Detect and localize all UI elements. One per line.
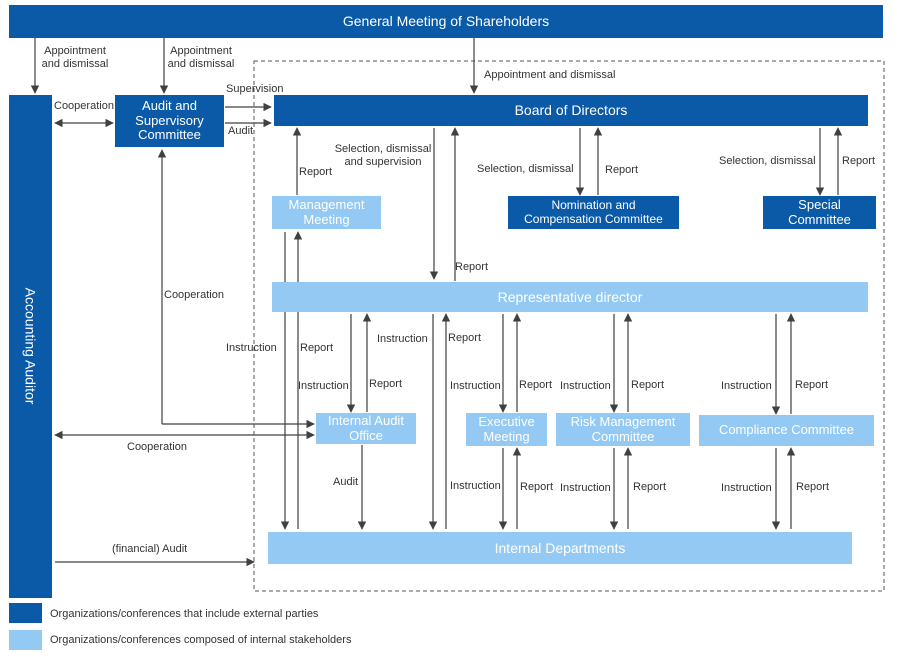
label-instruction-compliance-dept: Instruction: [721, 482, 772, 494]
label-coop-top: Cooperation: [54, 100, 114, 112]
label-instruction-risk-dept: Instruction: [560, 482, 611, 494]
board-box: Board of Directors: [274, 95, 868, 126]
special-committee-label: Special Committee: [788, 196, 851, 227]
shareholders-label: General Meeting of Shareholders: [342, 13, 550, 30]
label-report-nomination: Report: [605, 164, 639, 176]
departments-box: Internal Departments: [268, 532, 852, 564]
label-audit-dept: Audit: [333, 476, 359, 488]
audit-committee-box: Audit and Supervisory Committee: [115, 95, 224, 147]
board-label: Board of Directors: [514, 102, 628, 119]
label-instruction-compliance: Instruction: [721, 380, 772, 392]
legend-text-external: Organizations/conferences that include e…: [50, 608, 319, 620]
legend-swatch-external: [9, 603, 42, 623]
label-appointment-committee: Appointment and dismissal: [167, 45, 235, 71]
departments-label: Internal Departments: [494, 539, 626, 556]
risk-label: Risk Management Committee: [570, 413, 676, 444]
label-report-rep-dept: Report: [448, 332, 482, 344]
accounting-auditor-box: Accounting Auditor: [9, 95, 52, 598]
compliance-box: Compliance Committee: [699, 415, 874, 446]
label-coop-committee: Cooperation: [164, 289, 224, 301]
label-report-risk-dept: Report: [633, 481, 667, 493]
label-report-audit-office: Report: [369, 378, 403, 390]
nomination-box: Nomination and Compensation Committee: [508, 196, 679, 229]
special-committee-box: Special Committee: [763, 196, 876, 229]
audit-committee-label: Audit and Supervisory Committee: [135, 97, 204, 143]
label-report-special: Report: [842, 155, 876, 167]
label-instruction-exec-dept: Instruction: [450, 480, 501, 492]
label-appointment-auditor: Appointment and dismissal: [41, 45, 109, 71]
legend-text-internal: Organizations/conferences composed of in…: [50, 634, 352, 646]
risk-box: Risk Management Committee: [556, 413, 690, 446]
representative-box: Representative director: [272, 282, 868, 312]
label-instruction-audit-office: Instruction: [298, 380, 349, 392]
label-instruction-exec: Instruction: [450, 380, 501, 392]
label-financial-audit: (financial) Audit: [112, 543, 188, 555]
label-report-exec-dept: Report: [520, 481, 554, 493]
executive-label: Executive Meeting: [478, 413, 535, 444]
internal-boundary: [253, 60, 885, 592]
label-audit-top: Audit: [228, 125, 254, 137]
label-instruction-rep-dept: Instruction: [377, 333, 428, 345]
internal-audit-label: Internal Audit Office: [328, 412, 404, 443]
label-report-rep-board: Report: [455, 261, 489, 273]
executive-box: Executive Meeting: [466, 413, 547, 446]
label-report-compliance: Report: [795, 379, 829, 391]
label-report-compliance-dept: Report: [796, 481, 830, 493]
representative-label: Representative director: [497, 288, 643, 305]
label-selection-supervision: Selection, dismissal and supervision: [334, 143, 432, 169]
management-meeting-label: Management Meeting: [288, 196, 365, 227]
label-appointment-board: Appointment and dismissal: [484, 69, 616, 81]
label-coop-audit-office: Cooperation: [127, 441, 187, 453]
label-report-mgmt: Report: [300, 342, 334, 354]
legend-swatch-internal: [9, 630, 42, 650]
compliance-label: Compliance Committee: [718, 422, 855, 438]
label-report-risk: Report: [631, 379, 665, 391]
label-instruction-mgmt: Instruction: [226, 342, 277, 354]
management-meeting-box: Management Meeting: [272, 196, 381, 229]
label-report-exec: Report: [519, 379, 553, 391]
label-report-mgmt-board: Report: [299, 166, 333, 178]
label-selection-nomination: Selection, dismissal: [477, 163, 574, 175]
shareholders-box: General Meeting of Shareholders: [9, 5, 883, 38]
label-supervision: Supervision: [226, 83, 284, 95]
nomination-label: Nomination and Compensation Committee: [524, 197, 663, 226]
label-instruction-risk: Instruction: [560, 380, 611, 392]
label-selection-special: Selection, dismissal: [719, 155, 816, 167]
internal-audit-box: Internal Audit Office: [316, 413, 416, 444]
accounting-auditor-label: Accounting Auditor: [22, 288, 39, 405]
